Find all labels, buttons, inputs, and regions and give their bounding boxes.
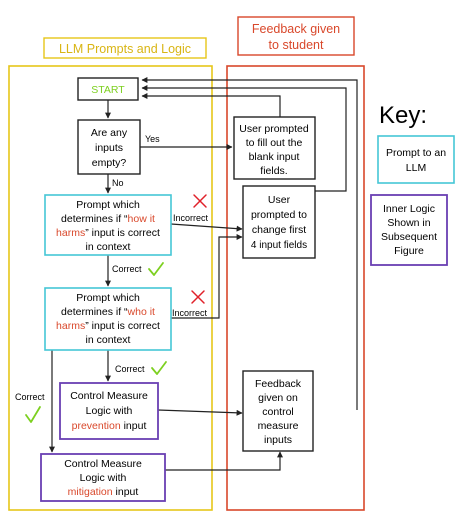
fill-blank-line1: User prompted xyxy=(239,123,309,135)
change-four-line3: change first xyxy=(252,224,306,236)
incorrect-label-2: Incorrect xyxy=(172,308,208,318)
key-title: Key: xyxy=(379,102,427,129)
return-lines xyxy=(141,77,358,410)
correct-label-3: Correct xyxy=(15,392,45,402)
return-line-middle xyxy=(141,85,347,192)
key-llm-box xyxy=(377,135,455,184)
change-four-line4: 4 input fields xyxy=(251,240,307,251)
key-logic-line3: Subsequent xyxy=(381,231,437,243)
who-prompt-line4: in context xyxy=(86,334,131,346)
llm-title-box xyxy=(43,37,207,59)
who-prompt-line1: Prompt which xyxy=(76,292,140,304)
connectors xyxy=(49,100,283,471)
checkmark-icon xyxy=(148,262,164,276)
correct-label-2: Correct xyxy=(115,364,145,374)
how-prompt-line2: determines if “how it xyxy=(61,213,155,225)
how-prompt-line1: Prompt which xyxy=(76,199,140,211)
who-prompt-line2: determines if “who it xyxy=(61,306,155,318)
feedback-cm-node xyxy=(242,370,314,452)
how-prompt-line4: in context xyxy=(86,241,131,253)
feedback-region xyxy=(226,65,365,511)
start-node xyxy=(77,77,139,101)
key-logic-line1: Inner Logic xyxy=(383,203,435,215)
feedback-cm-line5: inputs xyxy=(264,434,292,446)
feedback-title-line1: Feedback given xyxy=(252,22,340,36)
cross-icon xyxy=(191,290,205,304)
key-llm-line1: Prompt to an xyxy=(386,147,446,159)
incorrect-label-1: Incorrect xyxy=(173,213,209,223)
who-prompt-node xyxy=(44,287,172,351)
key-logic-line2: Shown in xyxy=(387,217,430,229)
feedback-title-line2: to student xyxy=(269,38,324,52)
yes-label: Yes xyxy=(145,134,160,144)
feedback-cm-line2: given on xyxy=(258,392,298,404)
prevention-line3: prevention input xyxy=(72,420,147,432)
change-four-line2: prompted to xyxy=(251,209,307,221)
prevention-to-feedback xyxy=(157,409,243,416)
llm-title: LLM Prompts and Logic xyxy=(59,42,191,56)
change-four-line1: User xyxy=(268,194,291,206)
who-incorrect-line xyxy=(171,234,243,319)
cross-icon xyxy=(193,194,207,208)
feedback-title-box xyxy=(237,16,355,56)
fill-blank-node xyxy=(233,116,316,180)
mitigation-to-feedback xyxy=(165,451,283,471)
checkmark-icon xyxy=(25,406,41,423)
who-prompt-line3: harms” input is correct xyxy=(56,320,160,332)
key-logic-line4: Figure xyxy=(394,245,424,257)
empty-inputs-line2: inputs xyxy=(95,142,123,154)
feedback-cm-line4: measure xyxy=(258,420,299,432)
empty-inputs-line3: empty? xyxy=(92,157,127,169)
mitigation-line1: Control Measure xyxy=(64,458,142,470)
fill-blank-line3: blank input xyxy=(249,151,300,163)
feedback-cm-line1: Feedback xyxy=(255,378,302,390)
fill-blank-line2: to fill out the xyxy=(246,137,303,149)
return-line-outer xyxy=(141,77,358,410)
key-llm-line2: LLM xyxy=(406,162,426,174)
prevention-line1: Control Measure xyxy=(70,390,148,402)
empty-inputs-line1: Are any xyxy=(91,127,128,139)
checkmark-icon xyxy=(151,361,167,375)
how-prompt-node xyxy=(44,194,172,256)
mitigation-line2: Logic with xyxy=(80,472,127,484)
key-logic-box xyxy=(370,194,448,266)
fill-blank-line4: fields. xyxy=(260,165,287,177)
prevention-line2: Logic with xyxy=(86,405,133,417)
mitigation-node xyxy=(40,453,166,502)
correct-label-1: Correct xyxy=(112,264,142,274)
return-line-inner xyxy=(141,93,281,117)
llm-region xyxy=(8,65,213,511)
empty-inputs-node xyxy=(77,119,141,175)
start-label: START xyxy=(91,84,125,96)
how-incorrect-line xyxy=(170,223,243,232)
feedback-cm-line3: control xyxy=(262,406,294,418)
mitigation-line3: mitigation input xyxy=(68,486,139,498)
no-label: No xyxy=(112,178,124,188)
prevention-node xyxy=(59,382,159,440)
change-four-node xyxy=(242,185,316,259)
how-prompt-line3: harms” input is correct xyxy=(56,227,160,239)
